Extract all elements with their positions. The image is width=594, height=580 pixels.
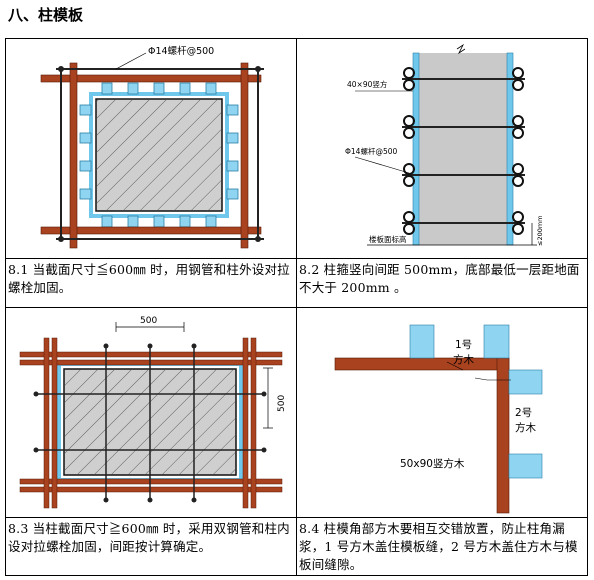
bolt-label: Φ14螺杆@500 [345, 146, 397, 156]
caption-8-3: 8.3 当柱截面尺寸≧600㎜ 时，采用双钢管和柱内设对拉螺栓加固，间距按计算确… [8, 521, 290, 554]
label-batten-1-wood: 方木 [453, 353, 474, 366]
label-batten-2-wood: 方木 [515, 421, 536, 434]
label-vertical-batten: 50x90竖方木 [400, 457, 465, 470]
caption-8-2: 8.2 柱箍竖向间距 500mm，底部最低一层距地面不大于 200mm 。 [299, 262, 580, 295]
caption-8-1: 8.1 当截面尺寸≦600㎜ 时，用钢管和柱外设对拉螺栓加固。 [8, 262, 290, 295]
figure-8-2: 40×90竖方 Φ14螺杆@500 楼板面标高 ≤200mm [297, 39, 588, 258]
figure-8-4: 1号 方木 2号 方木 50x90竖方木 [297, 308, 588, 517]
section-heading: 八、柱模板 [8, 6, 84, 24]
bolt-label: Φ14螺杆@500 [148, 45, 214, 57]
dimension-vertical: 500 [277, 395, 287, 412]
figure-8-3: 500 500 [6, 308, 296, 517]
caption-8-4: 8.4 柱模角部方木要相互交错放置，防止柱角漏浆，1 号方木盖住模板缝，2 号方… [299, 521, 578, 572]
table-divider [6, 307, 587, 308]
column-formwork-table: Φ14螺杆@500 [5, 38, 588, 576]
floor-label: 楼板面标高 [369, 234, 407, 244]
table-divider [6, 517, 587, 518]
dimension-label: ≤200mm [536, 215, 544, 246]
figure-8-1: Φ14螺杆@500 [6, 39, 296, 258]
label-batten-1: 1号 [455, 339, 472, 351]
wood-label: 40×90竖方 [347, 79, 388, 89]
dimension-horizontal: 500 [140, 316, 157, 326]
label-batten-2: 2号 [515, 407, 532, 419]
table-divider [6, 258, 587, 259]
